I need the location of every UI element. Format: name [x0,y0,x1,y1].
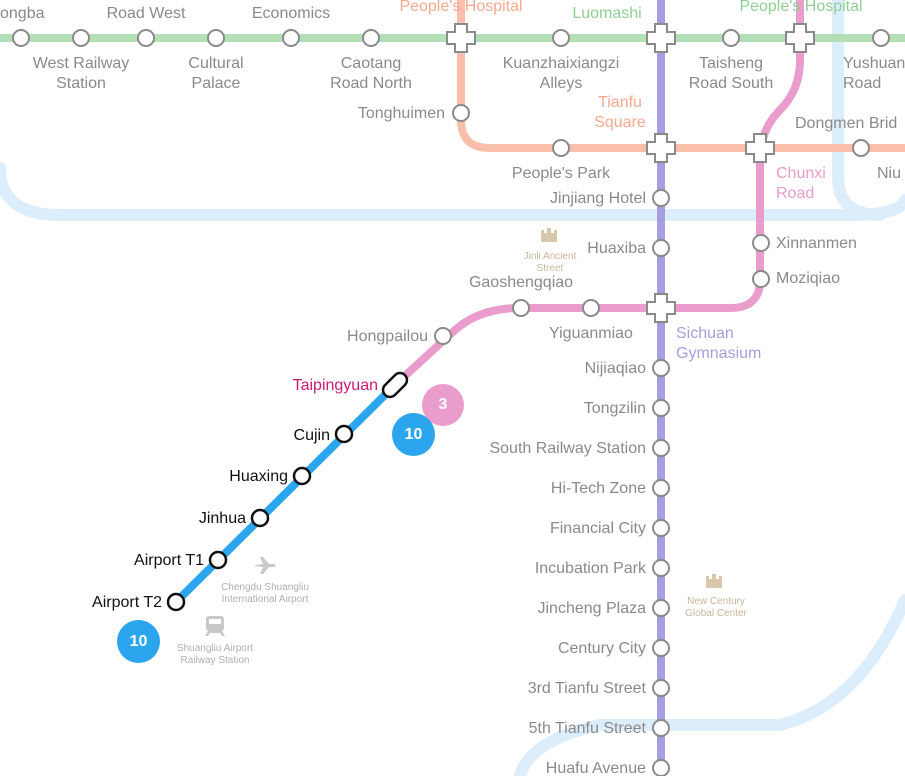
station-cultural-palace[interactable] [207,29,225,47]
landmark-label: Shuangliu Airport Railway Station [176,643,254,666]
station-economics[interactable] [282,29,300,47]
line-10-badge[interactable]: 10 [117,620,160,663]
station-roadwest[interactable] [137,29,155,47]
station-jincheng[interactable] [652,599,670,617]
station-label: Airport T1 [134,552,204,569]
station-label: Yushuang Road [843,55,905,92]
interchange-luomashi[interactable] [646,23,676,53]
line-10 [173,382,398,605]
station-label: Huafu Avenue [545,760,646,777]
station-label: Jinjiang Hotel [549,190,646,207]
station-label: Jincheng Plaza [537,600,646,617]
station-label: Economics [251,5,331,22]
station-label: Gaoshengqiao [468,274,574,291]
station-label: Nijiaqiao [584,360,646,377]
station-dongmen[interactable] [852,139,870,157]
castle-icon [706,574,722,588]
station-label: Cujin [293,427,330,444]
station-label: Kuanzhaixiangzi Alleys [502,55,620,92]
station-label: Incubation Park [534,560,646,577]
station-label: Tonghuimen [357,105,445,122]
station-label: Hongpailou [347,328,428,345]
station-xinnanmen[interactable] [752,234,770,252]
interchange-sichuan-gymnasium[interactable] [646,293,676,323]
station-label: Sichuan Gymnasium [676,325,762,362]
station-3rd-tianfu[interactable] [652,679,670,697]
interchange-icon [446,23,815,323]
station-label: Cultural Palace [188,55,244,92]
station-kuanzhai[interactable] [552,29,570,47]
station-airport-t2[interactable] [166,592,186,612]
station-south-railway[interactable] [652,439,670,457]
station-hongpailou[interactable] [434,327,452,345]
station-financial[interactable] [652,519,670,537]
station-label: Financial City [549,520,646,537]
station-tongzilin[interactable] [652,399,670,417]
train-icon [205,616,225,636]
interchange-chunxi-road[interactable] [745,133,775,163]
station-yushuang[interactable] [872,29,890,47]
station-airport-t1[interactable] [208,550,228,570]
station-peoples-park[interactable] [552,139,570,157]
station-label: 5th Tianfu Street [528,720,646,737]
station-tonghuimen[interactable] [452,104,470,122]
station-label: Caotang Road North [330,55,412,92]
station-label: Century City [557,640,646,657]
station-label: Huaxiba [587,240,646,257]
station-label: People's Hospital [739,0,863,15]
station-century-city[interactable] [652,639,670,657]
station-west-railway[interactable] [72,29,90,47]
station-nijiaqiao[interactable] [652,359,670,377]
station-taipingyuan[interactable] [380,370,410,400]
landmark-label: Chengdu Shuangliu International Airport [221,582,309,605]
station-huaxing[interactable] [292,466,312,486]
station-label: Luomashi [572,5,642,22]
interchange-tianfu-square[interactable] [646,133,676,163]
landmark-label: New Century Global Center [685,596,747,619]
station-jinjiang[interactable] [652,189,670,207]
station-label: Tianfu Square [594,94,646,131]
station-label: People's Park [511,165,611,182]
station-taisheng[interactable] [722,29,740,47]
station-5th-tianfu[interactable] [652,719,670,737]
station-hitech[interactable] [652,479,670,497]
station-label: Airport T2 [92,594,162,611]
station-label: Dongmen Brid [795,115,898,132]
landmark-label: Jinli Ancient Street [523,251,577,274]
station-label: Road West [106,5,186,22]
station-moziqiao[interactable] [752,270,770,288]
interchange-peoples-hospital-right[interactable] [785,23,815,53]
station-label: Huaxing [229,468,288,485]
station-label: South Railway Station [489,440,646,457]
station-yingbin[interactable] [12,29,30,47]
station-label: West Railway Station [32,55,130,92]
station-jinhua[interactable] [250,508,270,528]
station-label: Xinnanmen [776,235,857,252]
line-10-badge[interactable]: 10 [392,413,435,456]
interchange-peoples-hospital-left[interactable] [446,23,476,53]
station-label: People's Hospital [399,0,523,15]
station-caotang[interactable] [362,29,380,47]
station-incubation[interactable] [652,559,670,577]
station-label: Yiguanmiao [549,325,633,342]
station-label: 3rd Tianfu Street [527,680,646,697]
station-label: ongba [0,5,45,22]
station-label: Jinhua [198,510,246,527]
station-gaoshengqiao[interactable] [512,299,530,317]
station-label: Tongzilin [583,400,646,417]
station-label: Niu [877,165,902,182]
station-label: Chunxi Road [776,165,826,202]
station-huaxiba[interactable] [652,239,670,257]
station-label: Hi-Tech Zone [550,480,646,497]
airplane-icon [255,557,276,574]
station-huafu[interactable] [652,759,670,776]
station-cujin[interactable] [334,424,354,444]
station-label: Moziqiao [776,270,841,287]
station-label-highlighted: Taipingyuan [292,377,378,394]
station-label: Taisheng Road South [688,55,774,92]
castle-icon [541,228,557,242]
station-yiguanmiao[interactable] [582,299,600,317]
